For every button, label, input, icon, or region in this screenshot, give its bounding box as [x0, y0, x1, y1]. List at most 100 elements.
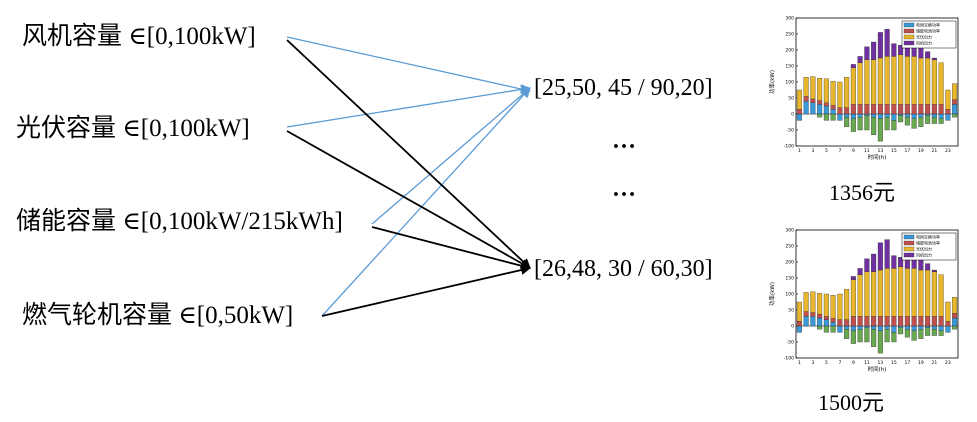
bar-segment — [911, 330, 917, 341]
bar-segment — [884, 239, 890, 269]
bar-segment — [911, 113, 917, 119]
y-tick-label: 200 — [785, 48, 794, 54]
arrow-gas-to-top — [321, 87, 531, 317]
legend-swatch — [903, 34, 915, 40]
x-tick-label: 21 — [932, 148, 938, 154]
bar-segment — [931, 113, 937, 118]
bar-segment — [891, 43, 897, 57]
y-tick-label: 150 — [785, 276, 794, 282]
bar-segment — [884, 268, 890, 317]
legend-label: 电网交换功率 — [916, 234, 940, 240]
bar-segment — [837, 107, 843, 115]
bar-segment — [938, 325, 944, 331]
bar-segment — [925, 269, 931, 317]
bar-segment — [857, 329, 863, 343]
x-tick-label: 15 — [891, 360, 897, 366]
bar-segment — [850, 118, 856, 132]
bar-segment — [891, 268, 897, 317]
bar-segment — [931, 325, 937, 330]
bar-segment — [925, 113, 931, 116]
bar-segment — [952, 99, 958, 105]
bar-segment — [823, 316, 829, 320]
bar-segment — [918, 113, 924, 118]
bar-segment — [931, 329, 937, 336]
bar-segment — [803, 311, 809, 317]
x-axis-label: 时间(h) — [868, 153, 887, 161]
bar-segment — [844, 117, 850, 127]
bar-segment — [898, 45, 904, 55]
y-tick-label: -50 — [787, 128, 794, 134]
bar-segment — [877, 269, 883, 317]
bar-segment — [938, 274, 944, 317]
input-storage-capacity: 储能容量 ∈[0,100kW/215kWh] — [16, 208, 343, 235]
bar-segment — [817, 314, 823, 319]
bar-segment — [810, 76, 816, 100]
bar-segment — [938, 113, 944, 119]
bar-segment — [857, 268, 863, 275]
bar-segment — [796, 321, 802, 327]
legend-swatch — [903, 22, 915, 28]
bar-segment — [864, 46, 870, 60]
bar-segment — [830, 318, 836, 323]
bar-segment — [931, 59, 937, 105]
y-tick-label: 50 — [788, 308, 794, 314]
x-tick-label: 15 — [891, 148, 897, 154]
bar-segment — [891, 332, 897, 343]
legend-label: 储能电池功率 — [916, 240, 940, 246]
bar-segment — [938, 330, 944, 336]
y-tick-label: 0 — [791, 112, 794, 118]
bar-segment — [857, 117, 863, 131]
bar-segment — [803, 77, 809, 97]
y-tick-label: 100 — [785, 292, 794, 298]
y-tick-label: 50 — [788, 96, 794, 102]
bar-segment — [945, 321, 951, 327]
x-tick-label: 9 — [852, 148, 855, 154]
bar-segment — [884, 117, 890, 131]
bar-segment — [844, 107, 850, 115]
bar-segment — [938, 118, 944, 124]
bar-segment — [931, 104, 937, 115]
bar-segment — [884, 104, 890, 115]
bar-segment — [850, 113, 856, 119]
bar-segment — [898, 327, 904, 335]
legend-swatch — [903, 28, 915, 34]
bar-segment — [904, 56, 910, 105]
ellipsis-2: … — [612, 176, 637, 202]
bar-segment — [877, 118, 883, 142]
bar-segment — [931, 57, 937, 60]
x-tick-label: 23 — [945, 360, 951, 366]
arrow-storage-to-bottom — [371, 226, 531, 271]
bar-segment — [796, 325, 802, 333]
bar-segment — [844, 325, 850, 330]
bar-segment — [796, 89, 802, 110]
bar-segment — [817, 78, 823, 101]
bar-segment — [925, 51, 931, 59]
bar-segment — [877, 113, 883, 119]
legend-swatch — [903, 240, 915, 246]
y-tick-label: -50 — [787, 340, 794, 346]
bar-segment — [823, 102, 829, 107]
bar-segment — [837, 81, 843, 108]
bar-segment — [925, 57, 931, 105]
bar-segment — [884, 329, 890, 343]
cost-2: 1500元 — [818, 390, 885, 415]
bar-segment — [810, 312, 816, 317]
bar-segment — [911, 316, 917, 327]
x-tick-label: 11 — [864, 360, 870, 366]
bar-segment — [891, 104, 897, 115]
bar-segment — [952, 313, 958, 319]
bar-segment — [844, 77, 850, 108]
bar-segment — [898, 54, 904, 105]
bar-segment — [918, 325, 924, 330]
legend-label: 光伏出力 — [916, 246, 932, 252]
bar-segment — [850, 104, 856, 115]
bar-segment — [925, 316, 931, 327]
bar-segment — [857, 325, 863, 330]
bar-segment — [898, 266, 904, 317]
bar-segment — [830, 109, 836, 115]
legend-label: 风机出力 — [916, 40, 932, 46]
bar-segment — [911, 104, 917, 115]
bar-segment — [945, 301, 951, 322]
bar-segment — [918, 104, 924, 115]
